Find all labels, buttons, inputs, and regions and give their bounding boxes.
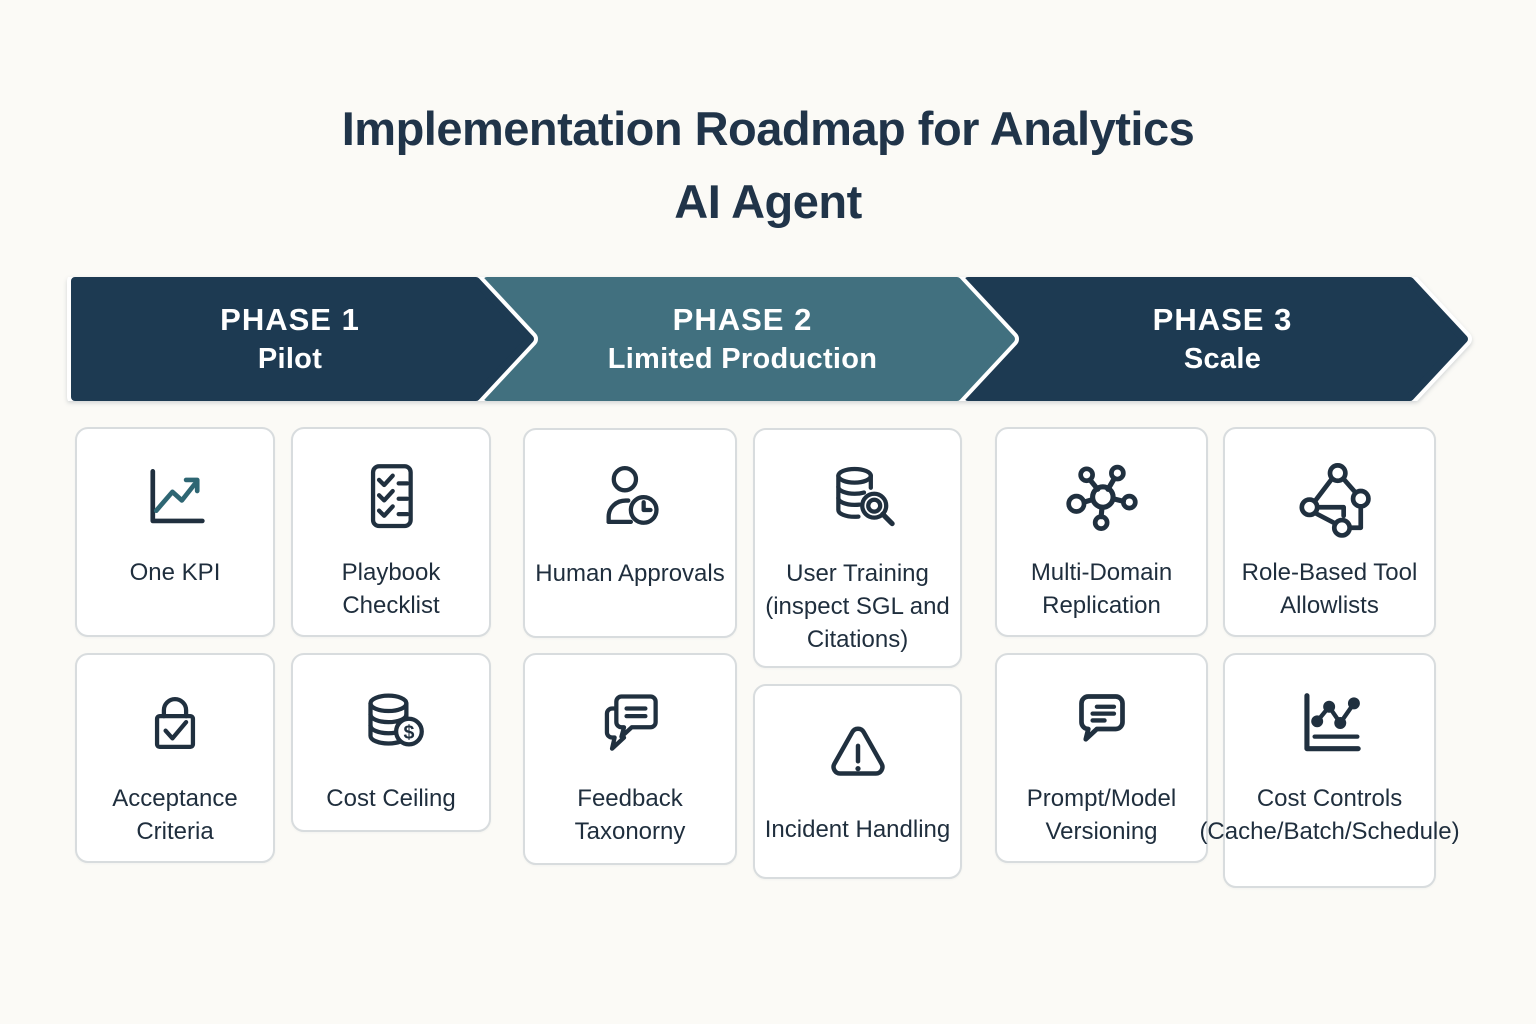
- phase-3-name: PHASE 3: [1152, 302, 1293, 337]
- card-multi-domain-replication: Multi-Domain Replication: [995, 427, 1208, 637]
- card-label: Feedback Taxonorny: [574, 785, 686, 845]
- phase-1-name: PHASE 1: [220, 302, 360, 337]
- checklist-icon: [370, 464, 413, 529]
- card-label: Cost Controls (Cache/Batch/Schedule): [1199, 785, 1460, 845]
- page-title: Implementation Roadmap for Analytics AI …: [0, 92, 1536, 238]
- card-playbook-checklist: Playbook Checklist: [291, 427, 491, 637]
- phase-1-subname: Pilot: [257, 343, 323, 375]
- card-label: Acceptance Criteria: [112, 785, 238, 845]
- phase-2-subname: Limited Production: [607, 343, 878, 375]
- page-title-line1: Implementation Roadmap for Analytics: [341, 102, 1195, 155]
- coins-dollar-icon: $: [368, 693, 424, 747]
- phase-2-name: PHASE 2: [672, 302, 813, 337]
- card-one-kpi: One KPI: [75, 427, 275, 637]
- card-acceptance-criteria: Acceptance Criteria: [75, 653, 275, 863]
- user-clock-icon: [606, 465, 659, 525]
- card-label: Prompt/Model Versioning: [1026, 785, 1177, 845]
- line-chart-icon: [150, 469, 205, 524]
- card-label: Multi-Domain Replication: [1030, 559, 1173, 619]
- card-role-based-tool-allowlists: Role-Based Tool Allowlists: [1223, 427, 1436, 637]
- phase-3-subname: Scale: [1183, 343, 1262, 375]
- phase-1-label: PHASE 1 Pilot: [75, 277, 505, 401]
- card-human-approvals: Human Approvals: [523, 428, 737, 638]
- card-incident-handling: Incident Handling: [753, 684, 962, 879]
- hub-network-icon: [1065, 464, 1138, 531]
- card-cost-controls: Cost Controls (Cache/Batch/Schedule): [1199, 653, 1460, 888]
- card-label: Playbook Checklist: [341, 559, 441, 619]
- phase-band: [67, 277, 1472, 401]
- card-user-training: User Training (inspect SGL and Citations…: [753, 428, 962, 668]
- card-label: User Training (inspect SGL and Citations…: [765, 560, 950, 653]
- card-label: Cost Ceiling: [326, 785, 456, 812]
- card-prompt-model-versioning: Prompt/Model Versioning: [995, 653, 1208, 863]
- svg-text:$: $: [403, 721, 414, 743]
- card-label: Role-Based Tool Allowlists: [1241, 559, 1418, 619]
- phase-2-label: PHASE 2 Limited Production: [490, 277, 995, 401]
- database-search-icon: [835, 466, 895, 527]
- graph-nodes-icon: [1298, 463, 1371, 538]
- page-title-line2: AI Agent: [674, 175, 862, 228]
- dot-chart-icon: [1303, 693, 1361, 752]
- phase-3-label: PHASE 3 Scale: [970, 277, 1475, 401]
- card-label: One KPI: [129, 559, 221, 586]
- card-label: Human Approvals: [535, 560, 725, 587]
- phase-1-arrow: [67, 277, 538, 401]
- card-cost-ceiling: $ Cost Ceiling: [291, 653, 491, 832]
- card-feedback-taxonomy: Feedback Taxonorny: [523, 653, 737, 865]
- phase-2-arrow: [479, 277, 1019, 401]
- speech-bubble-icon: [1078, 694, 1125, 742]
- warning-triangle-icon: [830, 726, 885, 776]
- chat-bubbles-icon: [604, 694, 658, 751]
- card-label: Incident Handling: [764, 816, 951, 843]
- lock-check-icon: [154, 697, 196, 750]
